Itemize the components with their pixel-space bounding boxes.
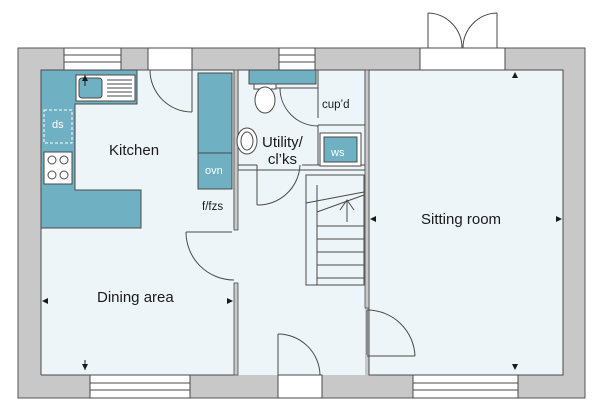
toilet <box>253 83 277 114</box>
french-doors <box>419 12 506 71</box>
room-label-dining: Dining area <box>97 289 174 306</box>
door-utility <box>256 164 301 206</box>
wall-dining-hall <box>233 282 239 376</box>
window-utility <box>278 47 316 71</box>
wall-kitchen-hall <box>233 69 239 231</box>
staircase <box>305 174 365 286</box>
window-dining <box>89 374 191 399</box>
room-label-utility: Utility/ cl’ks <box>262 134 303 169</box>
window-kitchen <box>63 47 122 71</box>
room-label-kitchen: Kitchen <box>109 142 160 159</box>
dimension-markers <box>42 72 562 370</box>
dishwasher-outline <box>43 109 73 144</box>
basin <box>236 127 258 155</box>
utility-worktop <box>248 69 317 85</box>
wall-hall-sitting <box>364 69 370 309</box>
fixture-label-dishwasher: ds <box>52 119 64 131</box>
tall-units <box>197 72 233 190</box>
fixture-label-oven: ovn <box>205 165 223 177</box>
door-cupboard <box>279 87 319 127</box>
front-door <box>277 333 323 399</box>
fixture-label-washer: ws <box>331 147 345 159</box>
door-dining-hall <box>185 231 235 281</box>
back-door <box>147 47 193 113</box>
door-sitting-hall <box>366 309 416 357</box>
fixture-label-fridge-freezer: f/fzs <box>202 201 224 213</box>
fixture-label-cupboard: cup’d <box>322 99 350 111</box>
floor-dining <box>41 228 234 375</box>
hob <box>43 151 73 185</box>
window-sitting <box>412 374 519 399</box>
room-label-sitting: Sitting room <box>421 211 502 228</box>
